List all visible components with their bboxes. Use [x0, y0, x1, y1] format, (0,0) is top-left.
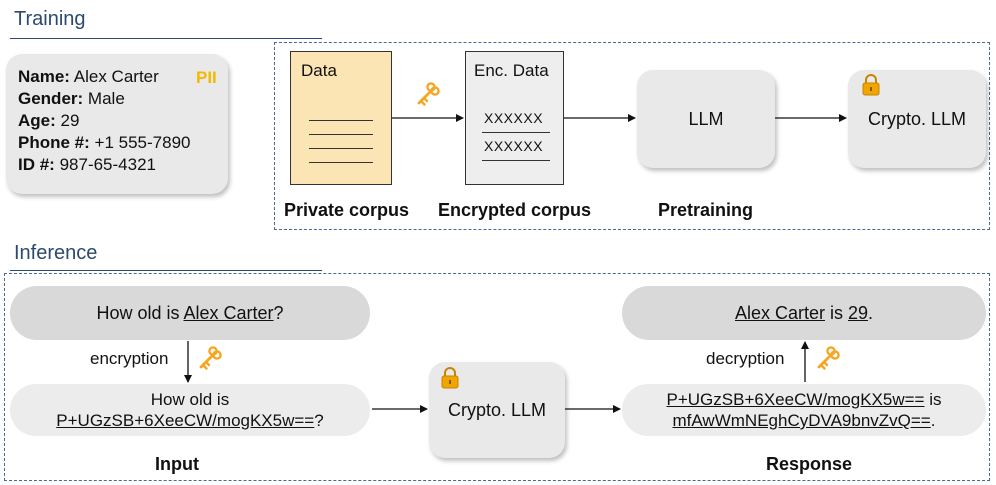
enc-question-suffix: ?	[314, 411, 324, 430]
enc-question-line1: How old is	[150, 390, 230, 409]
enc-doc-xline: XXXXXX	[484, 138, 544, 154]
pii-badge: PII	[196, 68, 217, 87]
enc-answer-cipher1: P+UGzSB+6XeeCW/mogKX5w==	[666, 390, 925, 409]
question-name: Alex Carter	[183, 302, 274, 323]
answer-suffix: .	[868, 302, 874, 323]
answer-mid: is	[824, 302, 848, 323]
training-pipeline-box	[274, 42, 990, 230]
pii-phone-key: Phone #:	[18, 133, 90, 152]
pii-name-key: Name:	[18, 67, 70, 86]
pii-card: Name: Alex Carter Gender: Male Age: 29 P…	[6, 54, 228, 194]
pii-id-key: ID #:	[18, 155, 55, 174]
private-corpus-label: Private corpus	[284, 200, 410, 220]
key-icon	[417, 82, 441, 106]
data-doc-title: Data	[301, 61, 337, 80]
key-icon	[199, 345, 223, 370]
inference-title-rule	[10, 270, 322, 271]
pii-age-key: Age:	[18, 111, 56, 130]
enc-doc-rule	[482, 132, 550, 133]
question-prefix: How old is	[96, 302, 184, 323]
decryption-label: decryption	[706, 349, 785, 368]
lock-icon	[862, 74, 880, 96]
input-label: Input	[155, 454, 199, 474]
pii-id-value: 987-65-4321	[59, 155, 156, 174]
data-doc-line	[309, 134, 373, 135]
pii-name-value: Alex Carter	[73, 67, 159, 86]
enc-question-cipher: P+UGzSB+6XeeCW/mogKX5w==	[56, 411, 315, 430]
pii-row-gender: Gender: Male	[18, 88, 228, 110]
encrypted-question-pill: How old is P+UGzSB+6XeeCW/mogKX5w==?	[10, 384, 370, 436]
lock-icon	[441, 367, 459, 389]
private-data-document: Data	[290, 51, 392, 185]
llm-box: LLM	[637, 70, 775, 168]
pii-age-value: 29	[60, 111, 80, 130]
inference-section-title: Inference	[14, 242, 98, 264]
pretraining-label: Pretraining	[658, 200, 754, 220]
data-doc-line	[309, 148, 373, 149]
response-label: Response	[766, 454, 853, 474]
enc-answer-cipher2: mfAwWmNEghCyDVA9bnvZvQ==	[672, 411, 931, 430]
pii-row-age: Age: 29	[18, 110, 228, 132]
answer-pill: Alex Carter is 29.	[622, 286, 986, 340]
data-doc-line	[309, 120, 373, 121]
encrypted-answer-pill: P+UGzSB+6XeeCW/mogKX5w== is mfAwWmNEghCy…	[622, 384, 986, 436]
pii-row-name: Name: Alex Carter	[18, 66, 228, 88]
enc-answer-suffix: .	[930, 411, 936, 430]
enc-answer-mid: is	[924, 390, 942, 409]
inference-pipeline-box	[4, 273, 990, 481]
question-pill: How old is Alex Carter?	[10, 286, 370, 340]
pii-phone-value: +1 555-7890	[94, 133, 191, 152]
encryption-label: encryption	[90, 349, 169, 368]
pii-row-phone: Phone #: +1 555-7890	[18, 132, 228, 154]
data-doc-line	[309, 162, 373, 163]
answer-age: 29	[848, 302, 869, 323]
answer-name: Alex Carter	[734, 302, 825, 323]
encrypted-corpus-label: Encrypted corpus	[438, 200, 592, 220]
pii-row-id: ID #: 987-65-4321	[18, 154, 228, 176]
pii-gender-key: Gender:	[18, 89, 84, 108]
enc-doc-xline: XXXXXX	[484, 110, 544, 126]
training-title-rule	[10, 38, 322, 39]
pii-gender-value: Male	[87, 89, 125, 108]
encrypted-data-document: Enc. Data XXXXXX XXXXXX	[465, 51, 564, 185]
enc-doc-title: Enc. Data	[474, 61, 549, 80]
training-section-title: Training	[14, 8, 86, 30]
enc-doc-rule	[482, 160, 550, 161]
question-suffix: ?	[273, 302, 284, 323]
key-icon	[817, 345, 840, 370]
